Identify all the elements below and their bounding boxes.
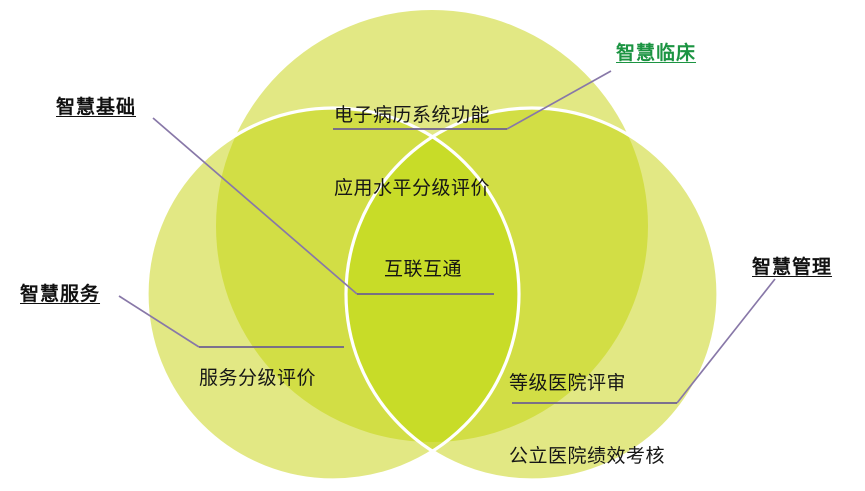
callout-label-fuwu: 智慧服务 <box>20 284 101 305</box>
clinical-content-line-2: 应用水平分级评价 <box>334 177 491 199</box>
service-content-line-1: 服务分级评价 <box>199 367 317 389</box>
leader-line-clinical <box>333 70 612 130</box>
leader-line-guanli <box>512 278 776 404</box>
callout-label-guanli: 智慧管理 <box>752 257 833 278</box>
management-content-line-1: 等级医院评审 <box>509 372 627 394</box>
clinical-content-label: 电子病历系统功能 应用水平分级评价 <box>334 55 490 250</box>
venn-outline-service <box>145 106 521 482</box>
callout-label-linchuang: 智慧临床 <box>616 43 697 64</box>
management-content-line-2: 公立医院绩效考核 <box>509 445 666 467</box>
service-content-label: 服务分级评价 <box>199 318 316 440</box>
venn-outline-management <box>344 106 720 482</box>
overlap-triple <box>346 108 519 442</box>
leader-line-jichu <box>152 117 494 295</box>
callout-label-jichu: 智慧基础 <box>56 97 137 118</box>
clinical-content-line-1: 电子病历系统功能 <box>334 104 491 126</box>
management-content-label: 等级医院评审 公立医院绩效考核 <box>509 323 665 491</box>
leader-line-fuwu <box>118 295 344 348</box>
center-intersection-label: 互联互通 <box>384 259 463 280</box>
